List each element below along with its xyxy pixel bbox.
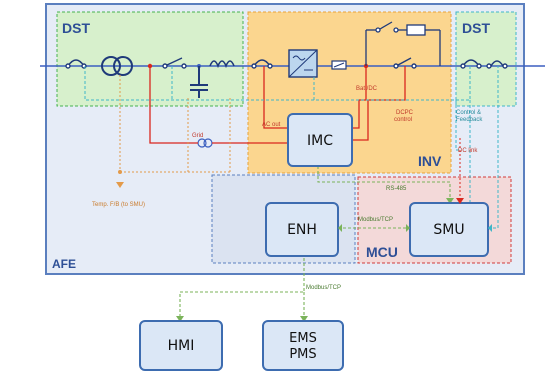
dc-contactor — [393, 57, 417, 69]
dc-link-label: DC link — [458, 148, 478, 154]
temp-fb-label: Temp. F/B (to SMU) — [92, 202, 145, 208]
temp-junction — [118, 170, 122, 174]
mcu-label: MCU — [366, 244, 398, 260]
inv-label: INV — [418, 153, 442, 169]
control-label-2: Feedback — [456, 117, 483, 123]
dc-link-arrow — [456, 198, 464, 204]
modbus-inner-label: Modbus/TCP — [358, 217, 393, 223]
temp-feedback-lines — [119, 75, 231, 173]
fuse-left — [65, 59, 87, 69]
converter-icon — [288, 49, 318, 78]
green-arrow-smu — [446, 198, 454, 204]
rs485-label: RS-485 — [386, 186, 407, 192]
smu-arrow-right — [488, 224, 492, 232]
ems-label: EMS — [289, 331, 317, 346]
enh-block — [265, 202, 339, 257]
smu-block — [409, 202, 489, 257]
hmi-block — [139, 320, 223, 371]
dcpc-label-2: control — [394, 117, 412, 123]
transformer-icon — [101, 56, 133, 76]
fuse-dc — [331, 60, 347, 70]
fuse-inv — [251, 59, 273, 69]
enh-label: ENH — [287, 222, 317, 238]
dcpc-label-1: DCPC — [396, 110, 414, 116]
grid-label: Grid — [192, 133, 203, 139]
modbus-outer-label: Modbus/TCP — [306, 285, 341, 291]
ac-out-label: AC out — [262, 122, 281, 128]
switch-right — [486, 60, 508, 69]
inductor-icon — [209, 60, 235, 69]
dst-right-region — [455, 11, 517, 107]
bat-dc-label: Bat./DC — [356, 86, 378, 92]
imc-block — [287, 113, 353, 167]
pms-label: PMS — [289, 347, 316, 362]
capacitor-icon — [190, 66, 208, 98]
smu-label: SMU — [433, 222, 464, 238]
switch-left — [162, 57, 187, 69]
temp-arrow — [116, 182, 124, 188]
control-label-1: Control & — [456, 110, 481, 116]
dst-right-label: DST — [462, 20, 490, 36]
dst-left-label: DST — [62, 20, 90, 36]
fuse-right — [460, 59, 482, 69]
ems-pms-block — [262, 320, 344, 371]
green-arrow-ems — [300, 316, 308, 322]
afe-label: AFE — [52, 257, 76, 271]
smu-side-line — [488, 66, 499, 229]
enh-left-arrow — [338, 224, 342, 232]
precharge-branch — [365, 21, 441, 66]
smu-left-arrow — [406, 224, 410, 232]
imc-label: IMC — [307, 133, 333, 149]
green-comm-lines — [179, 166, 451, 318]
green-arrow-hmi — [176, 316, 184, 322]
hmi-label: HMI — [168, 338, 195, 354]
